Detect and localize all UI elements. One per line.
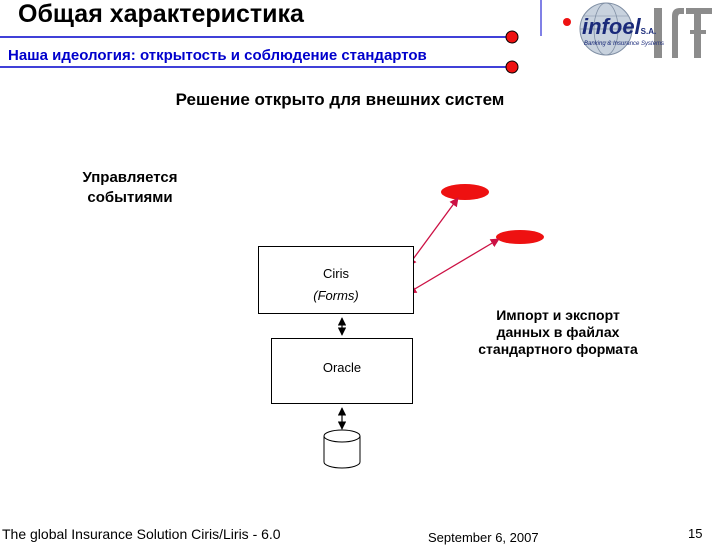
import-export-note: Импорт и экспорт данных в файлах стандар… — [478, 307, 638, 358]
external-system-top — [441, 184, 489, 200]
logo-tagline: Banking & Insurance Systems — [584, 41, 665, 47]
footer-product: The global Insurance Solution Ciris/Liri… — [2, 526, 281, 542]
ciris-label: Ciris — [323, 266, 349, 281]
event-driven-label-line2: событиями — [87, 189, 173, 206]
ciris-external-bottom-arrow — [407, 238, 500, 294]
event-driven-label: Управляется событиями — [60, 168, 200, 208]
ciris-external-top-arrow — [407, 197, 459, 267]
import-note-line2: данных в файлах — [496, 324, 620, 340]
oracle-box — [271, 338, 413, 404]
page-subtitle: Наша идеология: открытость и соблюдение … — [8, 47, 427, 64]
forms-label: (Forms) — [313, 288, 359, 303]
oracle-label: Oracle — [322, 360, 362, 375]
event-driven-label-line1: Управляется — [82, 169, 178, 186]
footer-date: September 6, 2007 — [428, 530, 539, 545]
slide-heading: Решение открыто для внешних систем — [175, 90, 505, 109]
logo-brand: infoel — [582, 14, 641, 39]
logo-i-dot — [563, 18, 571, 26]
import-note-line3: стандартного формата — [478, 341, 638, 357]
external-system-bottom — [496, 230, 544, 244]
subtitle-underline-dot — [505, 60, 519, 74]
company-logo: infoelS.A. — [582, 14, 656, 40]
page-title: Общая характеристика — [18, 0, 304, 28]
globe-icon — [579, 2, 633, 56]
import-note-line1: Импорт и экспорт — [496, 307, 620, 323]
page-number: 15 — [688, 526, 703, 541]
ist-logo-icon — [654, 8, 712, 58]
title-underline-dot — [505, 30, 519, 44]
logo-brand-suffix: S.A. — [640, 27, 657, 36]
ciris-box — [258, 246, 414, 314]
database-icon — [323, 429, 361, 469]
